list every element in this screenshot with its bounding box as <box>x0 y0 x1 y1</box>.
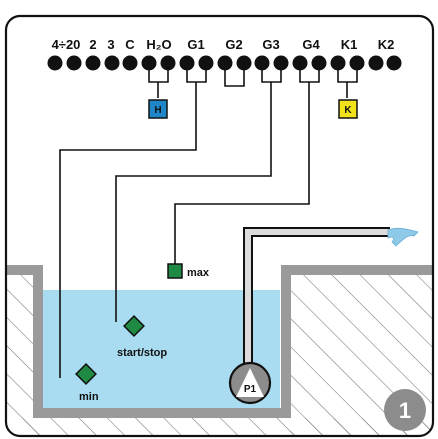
pump-p1: P1 <box>228 361 272 405</box>
pump-p1-label: P1 <box>244 384 257 395</box>
terminal-label-g4: G4 <box>302 37 320 52</box>
sensor-start-stop: start/stop <box>117 315 167 359</box>
terminal-dot <box>273 55 289 71</box>
terminal-dot <box>122 55 138 71</box>
sensor-min-label: min <box>79 391 99 403</box>
wire-start-stop <box>115 82 272 322</box>
terminal-bridges <box>148 70 358 98</box>
terminal-label-h2o: H₂O <box>146 37 171 52</box>
sensor-max-label: max <box>187 267 210 279</box>
bridge-g1 <box>186 70 207 83</box>
sensor-min-icon <box>75 363 97 385</box>
relay-k: K <box>338 99 358 119</box>
terminal-label-g3: G3 <box>262 37 279 52</box>
terminal-dot <box>311 55 327 71</box>
pump-triangle-icon <box>236 368 264 397</box>
sensor-max-icon <box>167 263 183 279</box>
badge-circle <box>384 389 426 431</box>
sensor-start-stop-label: start/stop <box>117 347 167 359</box>
water-splash <box>387 227 419 247</box>
terminal-dot <box>141 55 157 71</box>
terminal-label-4-20: 4÷20 <box>52 37 81 52</box>
frame <box>4 14 435 438</box>
relay-k-label: K <box>344 105 352 116</box>
terminal-label-g2: G2 <box>225 37 242 52</box>
sensor-max: max <box>167 263 210 279</box>
terminal-dot <box>292 55 308 71</box>
discharge-pipe <box>243 227 419 370</box>
relay-k-box <box>338 99 358 119</box>
terminal-dot <box>47 55 63 71</box>
terminal-dot <box>217 55 233 71</box>
terminal-labels: 4÷20 2 3 C H₂O G1 G2 G3 G4 K1 K2 <box>52 37 395 52</box>
terminal-dot <box>254 55 270 71</box>
tank-wall <box>6 265 433 418</box>
relay-h-label: H <box>154 105 161 116</box>
wire-min <box>59 82 197 378</box>
terminal-label-k1: K1 <box>341 37 358 52</box>
terminal-dot <box>179 55 195 71</box>
figure-badge: 1 <box>384 389 426 431</box>
badge-label: 1 <box>399 398 411 423</box>
bridge-g2 <box>224 70 245 87</box>
ground-bottom <box>6 418 433 436</box>
terminal-dot <box>85 55 101 71</box>
sensor-min: min <box>75 363 99 403</box>
terminal-dot <box>349 55 365 71</box>
terminal-dot <box>368 55 384 71</box>
terminal-label-g1: G1 <box>187 37 204 52</box>
bridge-h2o <box>148 70 169 98</box>
terminal-dot <box>330 55 346 71</box>
sensor-wires <box>59 82 310 378</box>
terminal-dot <box>386 55 402 71</box>
terminal-dot <box>198 55 214 71</box>
relay-h: H <box>148 99 168 119</box>
terminal-dot <box>66 55 82 71</box>
terminal-dot <box>236 55 252 71</box>
terminal-dots <box>47 55 402 71</box>
bridge-g4 <box>299 70 320 83</box>
sensor-start-stop-icon <box>123 315 145 337</box>
terminal-label-k2: K2 <box>378 37 395 52</box>
bridge-g3 <box>261 70 282 83</box>
terminal-label-3: 3 <box>107 37 114 52</box>
terminal-label-2: 2 <box>89 37 96 52</box>
relay-h-box <box>148 99 168 119</box>
terminal-dot <box>160 55 176 71</box>
bridge-k1 <box>337 70 358 98</box>
terminal-dot <box>104 55 120 71</box>
wire-max <box>174 82 310 264</box>
terminal-label-c: C <box>125 37 135 52</box>
